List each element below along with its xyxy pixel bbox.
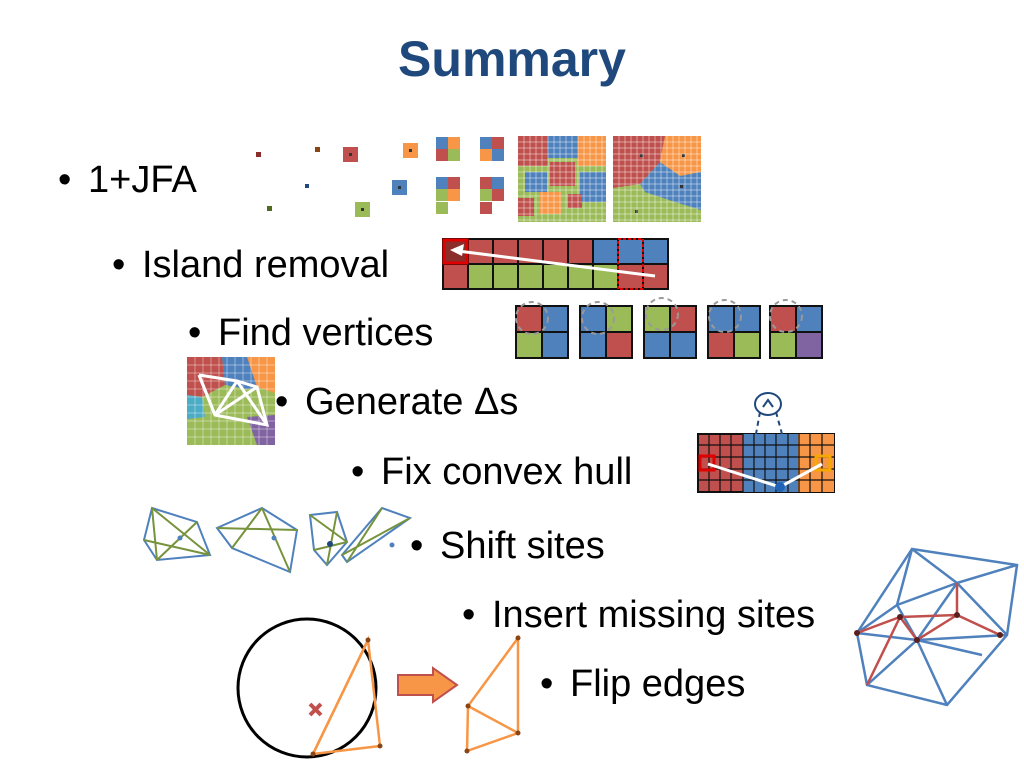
island-highlight-right [617, 238, 644, 290]
bullet-island-removal: • Island removal [112, 243, 389, 287]
bullet-text: Insert missing sites [492, 594, 816, 636]
bullet-marker: • [188, 312, 202, 354]
circumcircle [236, 617, 378, 759]
jfa-step-3 [436, 137, 504, 214]
bullet-text: Shift sites [440, 525, 605, 567]
island-removal-figure [442, 238, 669, 290]
bullet-generate-triangles: • Generate Δs [275, 380, 518, 424]
bullet-text: Flip edges [570, 663, 746, 705]
flip-after-vertices [464, 635, 521, 754]
bullet-text: Island removal [142, 244, 390, 286]
bullet-marker: • [540, 663, 554, 705]
bullet-shift-sites: • Shift sites [410, 524, 605, 568]
bullet-1-jfa: • 1+JFA [58, 158, 197, 202]
island-arrow-head [450, 244, 464, 256]
flip-before-vertices [310, 637, 383, 757]
vertex-dashed-circles [515, 297, 803, 335]
bullet-marker: • [112, 244, 126, 286]
find-vertices-figure [515, 297, 823, 359]
bullet-text: Find vertices [218, 312, 434, 354]
slide-title: Summary [398, 31, 626, 87]
bullet-marker: • [462, 594, 476, 636]
jfa-step-final [613, 136, 701, 222]
bullet-fix-convex-hull: • Fix convex hull [351, 450, 632, 494]
bullet-marker: • [58, 159, 72, 201]
bullet-text: 1+JFA [88, 159, 197, 201]
flip-arrow-icon [397, 666, 459, 704]
shift-sites-figure [142, 506, 413, 574]
bullet-find-vertices: • Find vertices [188, 311, 433, 355]
bullet-insert-missing-sites: • Insert missing sites [462, 593, 815, 637]
convex-hull-figure [697, 392, 835, 493]
vertex-block-5 [769, 305, 823, 359]
bullet-text: Fix convex hull [381, 451, 633, 493]
generate-triangles-figure [187, 357, 275, 445]
site-cross-icon [308, 702, 323, 717]
vertex-block-1 [515, 305, 569, 359]
island-arrow [457, 249, 656, 278]
shift-polygon-3 [308, 510, 349, 567]
flip-before-triangles [310, 635, 382, 756]
jfa-step-seeds [256, 147, 320, 211]
flip-after-triangles [465, 634, 520, 753]
flip-edges-figure [236, 617, 521, 759]
vertex-block-3 [643, 305, 697, 359]
jfa-progression-figure [256, 136, 701, 222]
vertex-block-2 [579, 305, 633, 359]
delaunay-sites [854, 612, 1003, 643]
island-bottom-row [442, 263, 669, 290]
jfa-step-4 [518, 136, 606, 222]
jfa-step-2 [343, 143, 418, 217]
island-top-row [442, 238, 669, 265]
insert-missing-sites-figure [854, 547, 1019, 707]
bullet-flip-edges: • Flip edges [540, 662, 745, 706]
bullet-marker: • [351, 451, 365, 493]
shift-polygon-1 [142, 506, 212, 562]
bullet-marker: • [410, 525, 424, 567]
jfa-grid-lines [518, 136, 701, 222]
bullet-marker: • [275, 381, 289, 423]
vertex-block-4 [707, 305, 761, 359]
shift-polygon-4 [340, 506, 413, 564]
delaunay-red-edges [856, 583, 1001, 686]
bullet-text: Generate Δs [305, 381, 519, 423]
shift-polygon-2 [215, 506, 299, 574]
